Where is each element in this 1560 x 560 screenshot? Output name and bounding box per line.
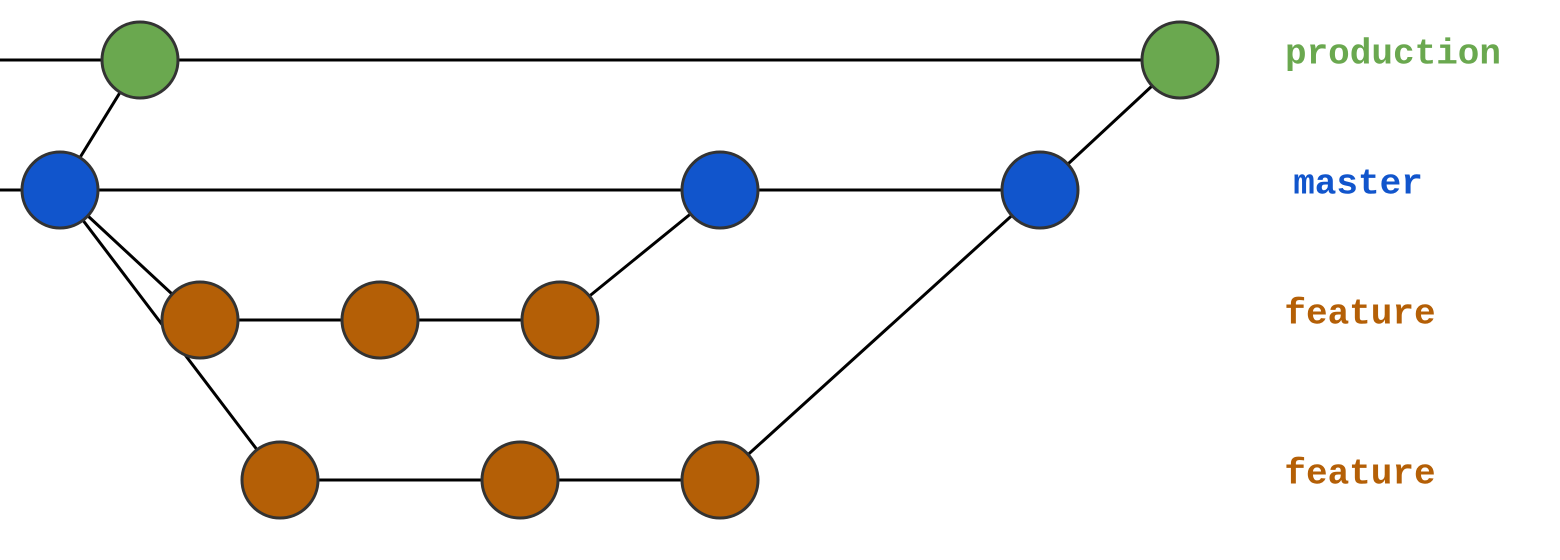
commit-node-p2 xyxy=(1140,20,1220,100)
branch-label-feature_a: feature xyxy=(1284,294,1435,335)
labels-layer: production master feature feature xyxy=(1284,34,1501,495)
commit-node-fa3 xyxy=(520,280,600,360)
commit-node-m1 xyxy=(20,150,100,230)
commit-node-p1 xyxy=(100,20,180,100)
commit-node-fa2 xyxy=(340,280,420,360)
branch-label-feature_b: feature xyxy=(1284,454,1435,495)
commits-layer xyxy=(20,20,1220,520)
commit-node-fb1 xyxy=(240,440,320,520)
commit-node-m3 xyxy=(1000,150,1080,230)
commit-node-fb3 xyxy=(680,440,760,520)
commit-node-m2 xyxy=(680,150,760,230)
edges-layer xyxy=(0,58,1182,482)
branch-label-production: production xyxy=(1285,34,1501,75)
commit-node-fb2 xyxy=(480,440,560,520)
commit-node-fa1 xyxy=(160,280,240,360)
edge-fb3-m3 xyxy=(718,188,1042,482)
branch-label-master: master xyxy=(1293,164,1423,205)
